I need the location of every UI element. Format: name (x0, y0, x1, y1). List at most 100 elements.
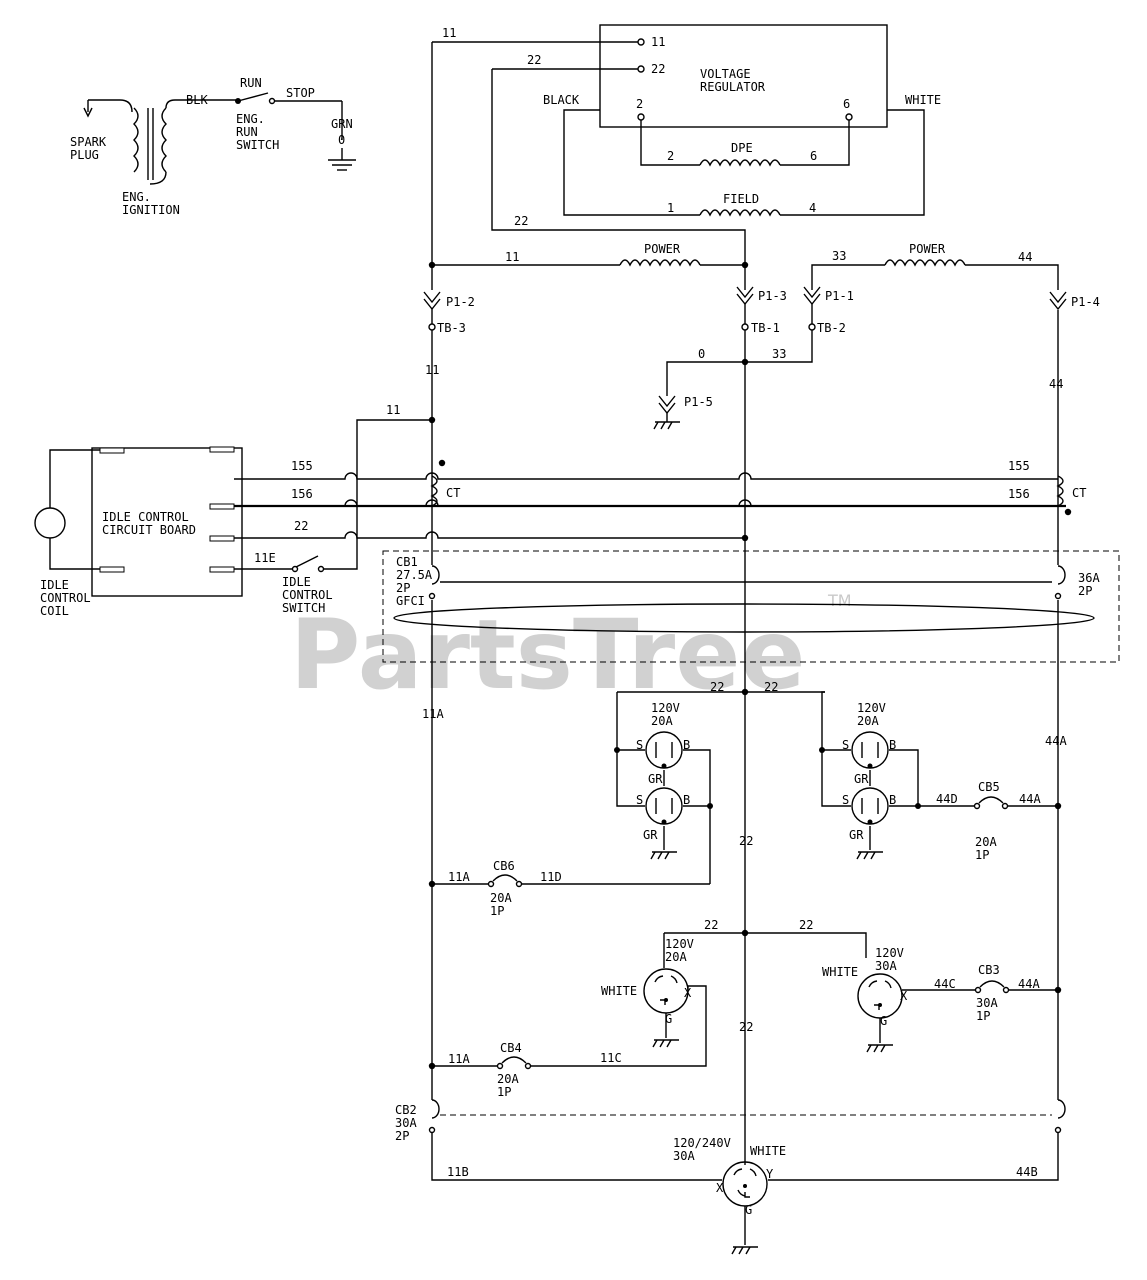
power-coil-2 (884, 259, 966, 267)
field-label: FIELD (723, 192, 759, 206)
wire-44-lower-label: 44 (1049, 377, 1063, 391)
wire-33-tb-label: 33 (772, 347, 786, 361)
wire-44-power-label: 44 (1018, 250, 1032, 264)
reg-terminal-11 (637, 38, 645, 46)
cb1-right-arc (1057, 565, 1066, 585)
dpe-6-label: 6 (810, 149, 817, 163)
outlet-1-gr: GR (648, 772, 663, 786)
wire-44b-label: 44B (1016, 1165, 1038, 1179)
wire-11a-2-label: 11A (448, 870, 470, 884)
tb-2-label: TB-2 (817, 321, 846, 335)
outlet-5-x: X (716, 1181, 724, 1195)
wire-0-label: 0 (698, 347, 705, 361)
wire-44a-label: 44A (1045, 734, 1067, 748)
dpe-2-label: 2 (667, 149, 674, 163)
cb5-label: CB5 (978, 780, 1000, 794)
ct-left-label: CT (446, 486, 460, 500)
power-coil-1 (619, 259, 701, 267)
outlet-4-g: G (880, 1014, 887, 1028)
outlet-1b-b: B (683, 793, 690, 807)
wire-44c-label: 44C (934, 977, 956, 991)
p1-5-label: P1-5 (684, 395, 713, 409)
watermark-tm: TM (827, 591, 852, 610)
reg-terminal-22-label: 22 (651, 62, 665, 76)
eng-ignition-label: ENG.IGNITION (122, 190, 180, 217)
wire-22-top-label: 22 (527, 53, 541, 67)
wire-11c-label: 11C (600, 1051, 622, 1065)
ct-right-coil (1056, 475, 1064, 507)
outlet-3-x: X (684, 986, 692, 1000)
wire-11a-label: 11A (422, 707, 444, 721)
reg-terminal-2-label: 2 (636, 97, 643, 111)
wire-11d-label: 11D (540, 870, 562, 884)
white-label: WHITE (905, 93, 941, 107)
wire-44a-2-label: 44A (1019, 792, 1041, 806)
outlet-2b-gr: GR (849, 828, 864, 842)
outlet-2b-s: S (842, 793, 849, 807)
cb6-label: CB6 (493, 859, 515, 873)
ct-left-coil (430, 475, 438, 507)
grn-label: GRN (331, 117, 353, 131)
reg-terminal-2 (637, 113, 645, 121)
outlet-1-b: B (683, 738, 690, 752)
ct-right-label: CT (1072, 486, 1086, 500)
wire-22-f-label: 22 (739, 1020, 753, 1034)
field-4-label: 4 (809, 201, 816, 215)
wire-22-mid-label: 22 (514, 214, 528, 228)
outlet-5-g: G (745, 1203, 752, 1217)
wire-11a-3-label: 11A (448, 1052, 470, 1066)
outlet-5-y: Y (766, 1167, 774, 1181)
reg-terminal-11-label: 11 (651, 35, 665, 49)
tb-1-label: TB-1 (751, 321, 780, 335)
wire-22-a-label: 22 (710, 680, 724, 694)
dpe-coil (699, 159, 781, 167)
wire-11-top-label: 11 (442, 26, 456, 40)
outlet-1-s: S (636, 738, 643, 752)
p1-3-label: P1-3 (758, 289, 787, 303)
run-contact (268, 97, 276, 105)
black-label: BLACK (543, 93, 580, 107)
wire-44d-label: 44D (936, 792, 958, 806)
wire-156-right-label: 156 (1008, 487, 1030, 501)
wire-11b-label: 11B (447, 1165, 469, 1179)
tb-3-label: TB-3 (437, 321, 466, 335)
ground-icon (653, 413, 680, 430)
wire-33-power-label: 33 (832, 249, 846, 263)
run-label: RUN (240, 76, 262, 90)
field-1-label: 1 (667, 201, 674, 215)
wire-155-right-label: 155 (1008, 459, 1030, 473)
ground-icon (328, 148, 356, 171)
power-2-label: POWER (909, 242, 946, 256)
outlet-1b-gr: GR (643, 828, 658, 842)
wire-11-idle-label: 11 (386, 403, 400, 417)
cb1-ellipse (393, 603, 1095, 633)
wire-44a-3-label: 44A (1018, 977, 1040, 991)
wire-22-b-label: 22 (764, 680, 778, 694)
wire-22-idle-label: 22 (294, 519, 308, 533)
outlet-5-white: WHITE (750, 1144, 786, 1158)
p1-4-label: P1-4 (1071, 295, 1100, 309)
